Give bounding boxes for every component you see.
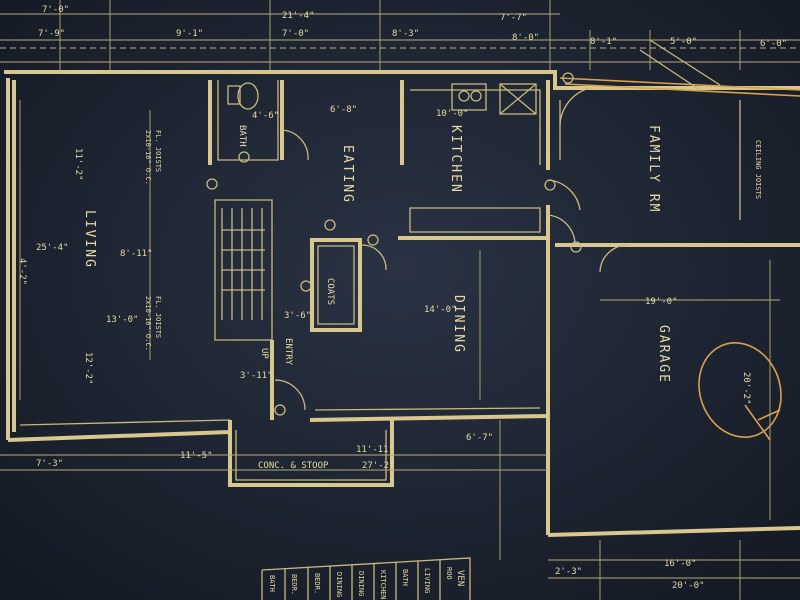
- dim-gar-20-2: 20'-2": [741, 372, 751, 405]
- dim-top-7-0b: 7'-0": [282, 29, 309, 39]
- label-up: UP: [259, 348, 269, 359]
- dim-top-8-0: 8'-0": [512, 33, 539, 43]
- dim-top-8-3: 8'-3": [392, 29, 419, 39]
- room-label-eating: EATING: [340, 145, 355, 204]
- fixtures: [227, 82, 537, 115]
- dim-liv-12-2: 12'-2": [83, 352, 93, 385]
- dimension-texts: 7'-0" 21'-4" 7'-7" 7'-9" 9'-1" 7'-0" 8'-…: [17, 5, 787, 591]
- dim-top-7-0: 7'-0": [42, 5, 69, 15]
- dim-top-8-1: 8'-1": [590, 37, 617, 47]
- dim-bot-6-7: 6'-7": [466, 433, 493, 443]
- schedule-col-0: BATH: [268, 575, 276, 592]
- room-label-coats: COATS: [325, 278, 335, 305]
- label-fl-joists-a: FL. JOISTS: [154, 130, 162, 172]
- garage-entry-area: [559, 39, 800, 220]
- label-fl-joists-b: FL. JOISTS: [154, 296, 162, 338]
- room-label-stoop: CONC. & STOOP: [258, 461, 329, 471]
- dim-top-21-4: 21'-4": [282, 11, 315, 21]
- dim-top-9-1: 9'-1": [176, 29, 203, 39]
- dim-liv-11-2: 11'-2": [73, 148, 83, 181]
- dim-liv-4-2: 4'-2": [17, 258, 27, 285]
- room-label-dining: DINING: [451, 295, 466, 354]
- joist-spec-a: 2x10-16" O.C.: [144, 130, 152, 185]
- dim-bot-7-3: 7'-3": [36, 459, 63, 469]
- schedule-col-5: KITCHEN: [379, 570, 387, 600]
- schedule-col-3: DINING: [335, 572, 343, 597]
- dim-ent-3-6: 3'-6": [284, 311, 311, 321]
- schedule-col-8: ROO: [445, 567, 453, 580]
- dim-bath-4-6: 4'-6": [252, 111, 279, 121]
- room-label-family-rm: FAMILY RM: [646, 125, 661, 213]
- dim-top-7-9: 7'-9": [38, 29, 65, 39]
- exterior-walls: [4, 70, 800, 537]
- schedule-col-4: DINING: [357, 571, 365, 596]
- dim-bot-11-11: 11'-11": [356, 445, 394, 455]
- schedule-col-6: BATH: [401, 569, 409, 586]
- room-label-living: LIVING: [82, 210, 97, 269]
- dim-eat-6-8: 6'-8": [330, 105, 357, 115]
- schedule-headers: BATH BEDR. BEDR. DINING DINING KITCHEN B…: [268, 567, 465, 600]
- dim-din-14-0: 14'-0": [424, 305, 457, 315]
- dim-liv-8-11: 8'-11": [120, 249, 153, 259]
- room-label-garage: GARAGE: [656, 325, 671, 384]
- schedule-col-2: BEDR.: [313, 573, 321, 594]
- dim-bot-2-3: 2'-3": [555, 567, 582, 577]
- dim-bot-11-5: 11'-5": [180, 451, 213, 461]
- schedule-extra: VEN: [455, 570, 465, 586]
- schedule-col-7: LIVING: [423, 568, 431, 593]
- schedule-col-1: BEDR.: [290, 574, 298, 595]
- dim-liv-25-4: 25'-4": [36, 243, 69, 253]
- dim-top-6-0: 6'-0": [760, 39, 787, 49]
- label-ceiling-joists: CEILING JOISTS: [754, 140, 762, 199]
- tag-markers: [206, 72, 582, 416]
- room-label-entry: ENTRY: [283, 338, 293, 366]
- room-label-kitchen: KITCHEN: [448, 125, 463, 194]
- dim-bot-16-0: 16'-0": [664, 559, 697, 569]
- dim-bot-27-2: 27'-2": [362, 461, 395, 471]
- dim-top-7-7: 7'-7": [500, 13, 527, 23]
- dim-top-5-0: 5'-0": [670, 37, 697, 47]
- joist-spec-b: 2x10-16" O.C.: [144, 296, 152, 351]
- dimension-marks: [0, 100, 800, 600]
- dim-gar-19-0: 19'-0": [645, 297, 678, 307]
- room-schedule-table: [261, 557, 471, 600]
- top-dimension-lines: [0, 0, 800, 70]
- room-label-bath: BATH: [237, 125, 247, 147]
- pencil-annotation: [698, 342, 782, 441]
- dim-bot-20-0: 20'-0": [672, 581, 705, 591]
- dim-ent-3-11: 3'-11": [240, 371, 273, 381]
- dim-kit-10-0: 10'-0": [436, 109, 469, 119]
- dim-liv-13-0: 13'-0": [106, 315, 139, 325]
